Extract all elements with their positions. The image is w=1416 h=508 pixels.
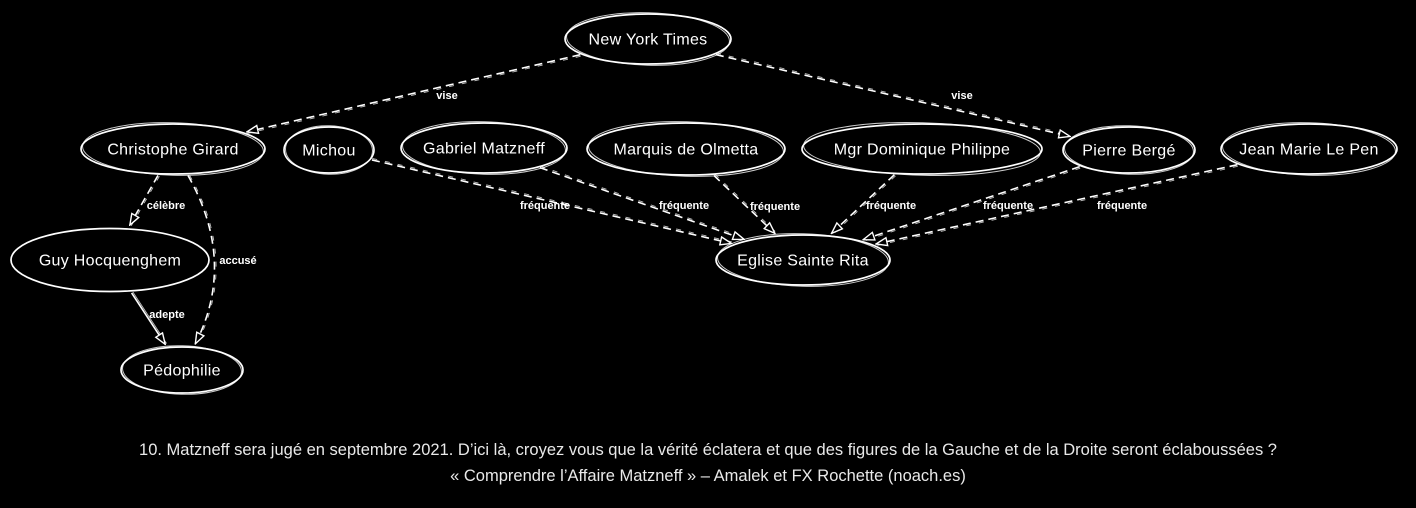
edge-label: fréquente bbox=[520, 200, 570, 212]
edge-label: vise bbox=[436, 90, 457, 102]
edge-line bbox=[832, 174, 895, 234]
node-sketch-ellipse bbox=[803, 122, 1041, 176]
edge-sketch-stroke bbox=[714, 173, 777, 233]
node-outer-ellipse bbox=[10, 227, 210, 293]
edge-line bbox=[130, 292, 166, 344]
edge-marquis-de-olmetta-eglise-sainte-rita: fréquente bbox=[713, 173, 800, 233]
node-guy-hocquenghem: Guy Hocquenghem bbox=[10, 227, 210, 293]
edge-label: accusé bbox=[219, 255, 256, 267]
caption: 10. Matzneff sera jugé en septembre 2021… bbox=[0, 437, 1416, 489]
node-ellipse bbox=[283, 126, 375, 174]
node-ellipse bbox=[80, 123, 266, 175]
caption-question: 10. Matzneff sera jugé en septembre 2021… bbox=[139, 441, 1277, 459]
node-label: Mgr Dominique Philippe bbox=[834, 142, 1010, 159]
edge-line bbox=[715, 53, 1070, 137]
node-ellipse bbox=[715, 234, 891, 286]
edge-label: fréquente bbox=[866, 200, 916, 212]
node-sketch-ellipse bbox=[566, 12, 730, 66]
node-sketch-ellipse bbox=[122, 345, 242, 395]
node-label: Pédophilie bbox=[143, 363, 221, 380]
edge-sketch-stroke bbox=[876, 165, 1238, 246]
edge-michou-eglise-sainte-rita: fréquente bbox=[371, 157, 732, 243]
edge-label: fréquente bbox=[750, 201, 800, 213]
node-sketch-ellipse bbox=[82, 122, 264, 176]
node-new-york-times: New York Times bbox=[564, 12, 732, 66]
node-eglise-sainte-rita: Eglise Sainte Rita bbox=[715, 233, 891, 287]
node-gabriel-matzneff: Gabriel Matzneff bbox=[400, 121, 568, 175]
node-ellipse bbox=[1220, 123, 1398, 175]
node-label: Eglise Sainte Rita bbox=[737, 253, 869, 270]
caption-source: « Comprendre l’Affaire Matzneff » – Amal… bbox=[450, 467, 966, 485]
edge-sketch-stroke bbox=[247, 55, 581, 134]
node-ellipse bbox=[564, 13, 732, 65]
edge-christophe-girard-guy-hocquenghem: célèbre bbox=[130, 175, 185, 225]
edge-line bbox=[247, 53, 581, 132]
edge-sketch-stroke bbox=[832, 175, 896, 235]
edge-sketch-stroke bbox=[372, 157, 732, 243]
node-label: Gabriel Matzneff bbox=[423, 141, 545, 158]
edge-gabriel-matzneff-eglise-sainte-rita: fréquente bbox=[539, 165, 745, 240]
edges-layer: vise vise célèbre accusé adepte fréquente fréq… bbox=[130, 52, 1238, 344]
edge-sketch-stroke bbox=[130, 176, 160, 227]
node-ellipse bbox=[586, 122, 786, 176]
edge-sketch-stroke bbox=[716, 52, 1071, 136]
edge-label: vise bbox=[951, 90, 972, 102]
node-label: New York Times bbox=[589, 32, 708, 49]
node-pierre-berge: Pierre Bergé bbox=[1062, 125, 1196, 175]
edge-label: célèbre bbox=[147, 200, 186, 212]
edge-label: adepte bbox=[149, 309, 184, 321]
edge-line bbox=[130, 175, 159, 225]
edge-label: fréquente bbox=[659, 200, 709, 212]
edge-line bbox=[713, 174, 775, 233]
edge-pierre-berge-eglise-sainte-rita: fréquente bbox=[863, 165, 1081, 242]
node-sketch-ellipse bbox=[1064, 125, 1194, 175]
edge-guy-hocquenghem-pedophilie: adepte bbox=[130, 291, 185, 344]
node-label: Pierre Bergé bbox=[1082, 143, 1175, 160]
edge-label: fréquente bbox=[983, 200, 1033, 212]
node-ellipse bbox=[400, 122, 568, 174]
edge-line bbox=[876, 163, 1238, 244]
node-sketch-ellipse bbox=[717, 233, 889, 287]
edge-line bbox=[371, 159, 731, 243]
node-label: Christophe Girard bbox=[107, 142, 238, 159]
node-marquis-de-olmetta: Marquis de Olmetta bbox=[586, 121, 786, 177]
node-label: Marquis de Olmetta bbox=[613, 142, 758, 159]
node-michou: Michou bbox=[283, 125, 375, 175]
node-christophe-girard: Christophe Girard bbox=[80, 122, 266, 176]
edge-sketch-stroke bbox=[540, 165, 745, 239]
edge-new-york-times-pierre-berge: vise bbox=[715, 52, 1071, 137]
node-sketch-ellipse bbox=[285, 125, 373, 175]
node-sketch-ellipse bbox=[1222, 122, 1396, 176]
edge-jean-marie-le-pen-eglise-sainte-rita: fréquente bbox=[876, 163, 1238, 246]
node-label: Guy Hocquenghem bbox=[39, 253, 181, 270]
node-label: Michou bbox=[302, 143, 355, 160]
edge-new-york-times-christophe-girard: vise bbox=[247, 53, 581, 134]
edge-christophe-girard-pedophilie: accusé bbox=[187, 175, 257, 343]
node-sketch-ellipse bbox=[402, 121, 566, 175]
node-mgr-dominique-philippe: Mgr Dominique Philippe bbox=[801, 122, 1043, 176]
edge-line bbox=[539, 166, 744, 240]
node-ellipse bbox=[801, 123, 1043, 175]
node-label: Jean Marie Le Pen bbox=[1239, 142, 1378, 159]
node-ellipse bbox=[1062, 126, 1196, 174]
graph-canvas: vise vise célèbre accusé adepte fréquente fréq… bbox=[10, 12, 1398, 395]
node-sketch-ellipse bbox=[588, 121, 784, 177]
edge-mgr-dominique-philippe-eglise-sainte-rita: fréquente bbox=[832, 174, 916, 235]
edge-label: fréquente bbox=[1097, 200, 1147, 212]
node-jean-marie-le-pen: Jean Marie Le Pen bbox=[1220, 122, 1398, 176]
node-pedophilie: Pédophilie bbox=[120, 345, 244, 395]
node-ellipse bbox=[120, 346, 244, 394]
